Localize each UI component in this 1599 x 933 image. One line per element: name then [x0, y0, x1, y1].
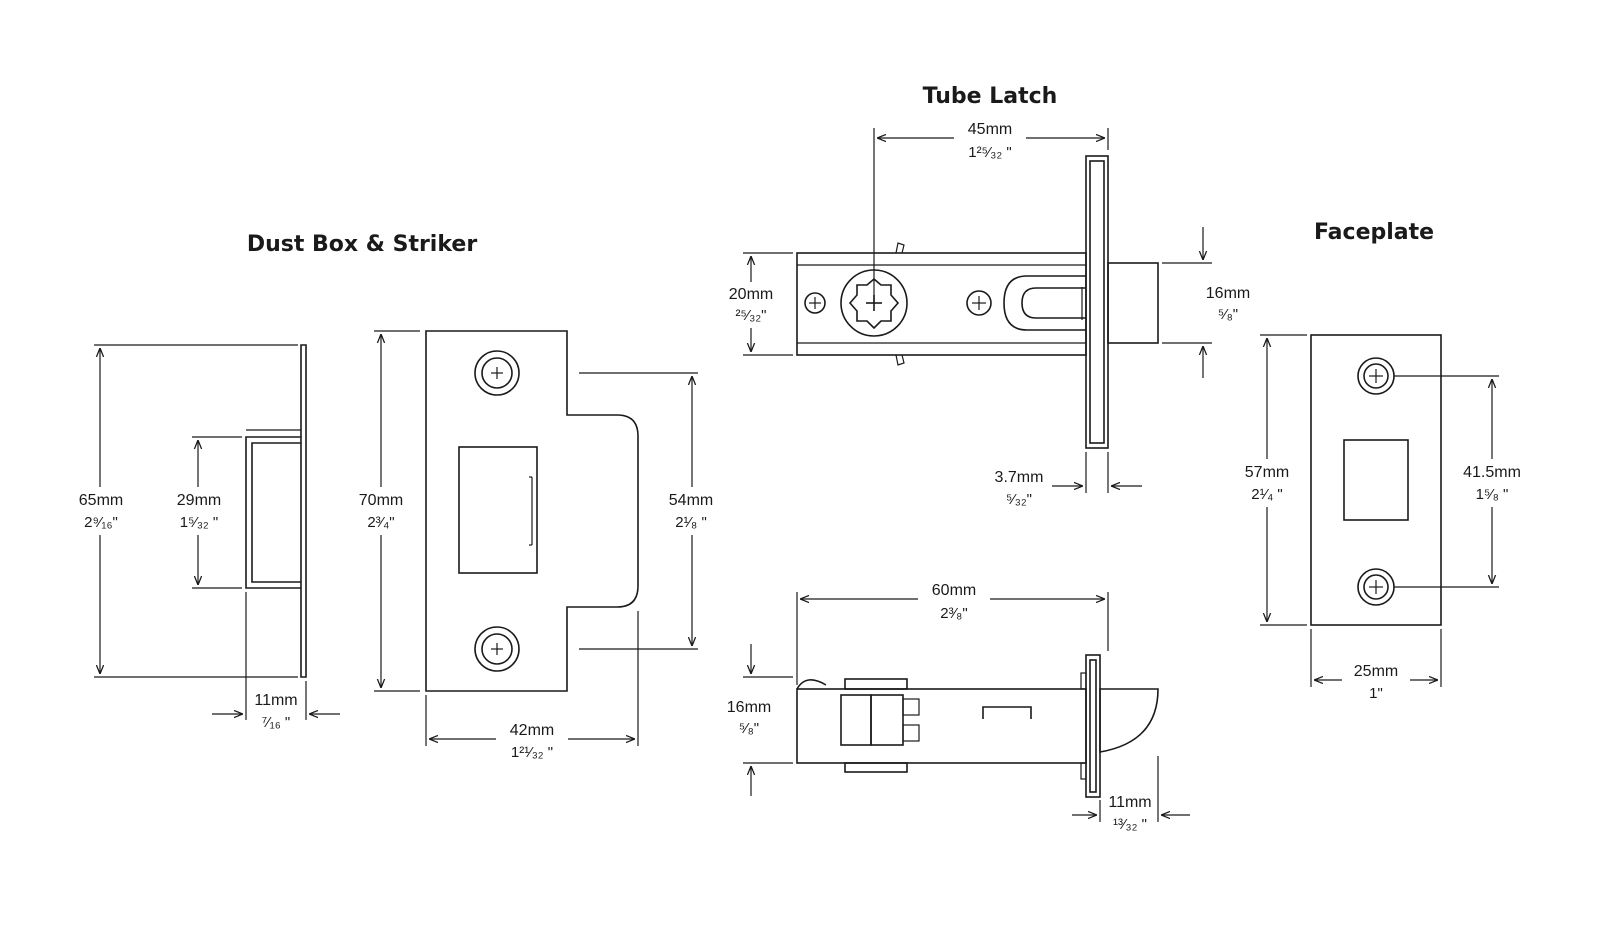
- latch-bolt-height-inch: ⁵⁄₈": [1218, 306, 1238, 323]
- dust-box-depth-dimension: 29mm 1⁵⁄₃₂ ": [164, 436, 242, 589]
- dust-box-drawing: [245, 344, 307, 678]
- latch-body-height-dimension: 20mm ²⁵⁄₃₂": [716, 252, 793, 356]
- striker-height-dimension: 70mm 2³⁄₄": [346, 330, 420, 692]
- dust-box-width-dimension: 11mm ⁷⁄₁₆ ": [212, 592, 340, 731]
- dust-box-width-mm: 11mm: [254, 692, 297, 709]
- latch-bolt-throw-dimension: 11mm ¹³⁄₃₂ ": [1072, 756, 1190, 833]
- latch-side-height-dimension: 16mm ⁵⁄₈": [727, 644, 793, 796]
- faceplate-width-inch: 1": [1369, 685, 1383, 702]
- latch-length-dimension: 60mm 2³⁄₈": [796, 581, 1109, 685]
- latch-body-height-mm: 20mm: [729, 286, 773, 303]
- dust-box-height-inch: 2⁹⁄₁₆": [84, 514, 118, 531]
- tube-latch-top-drawing: [796, 155, 1159, 449]
- tube-latch-side-drawing: [796, 654, 1159, 798]
- latch-body-height-inch: ²⁵⁄₃₂": [736, 307, 767, 324]
- latch-bolt-height-mm: 16mm: [1206, 285, 1250, 302]
- latch-side-height-inch: ⁵⁄₈": [739, 720, 759, 737]
- striker-lip-inch: 2¹⁄₈ ": [675, 514, 707, 531]
- latch-plate-thickness-inch: ⁵⁄₃₂": [1006, 491, 1032, 508]
- faceplate-screw-centers-inch: 1⁵⁄₈ ": [1476, 486, 1509, 503]
- latch-plate-thickness-mm: 3.7mm: [995, 469, 1044, 486]
- dust-box-height-dimension: 65mm 2⁹⁄₁₆": [62, 344, 298, 678]
- striker-plate-drawing: [425, 330, 639, 692]
- striker-lip-dimension: 54mm 2¹⁄₈ ": [579, 372, 727, 650]
- striker-height-mm: 70mm: [359, 492, 403, 509]
- faceplate-height-mm: 57mm: [1245, 464, 1289, 481]
- striker-width-mm: 42mm: [510, 722, 554, 739]
- faceplate-screw-centers-mm: 41.5mm: [1463, 464, 1521, 481]
- dust-box-depth-mm: 29mm: [177, 492, 221, 509]
- latch-side-height-mm: 16mm: [727, 699, 771, 716]
- faceplate-height-inch: 2¹⁄₄ ": [1251, 486, 1282, 503]
- latch-bolt-throw-mm: 11mm: [1108, 794, 1151, 811]
- latch-length-mm: 60mm: [932, 582, 976, 599]
- faceplate-drawing: [1310, 334, 1442, 626]
- latch-backset-inch: 1²⁵⁄₃₂ ": [968, 144, 1011, 161]
- faceplate-width-dimension: 25mm 1": [1310, 629, 1442, 702]
- striker-width-inch: 1²¹⁄₃₂ ": [511, 744, 553, 761]
- latch-length-inch: 2³⁄₈": [940, 605, 967, 622]
- striker-height-inch: 2³⁄₄": [367, 514, 394, 531]
- faceplate-width-mm: 25mm: [1354, 663, 1398, 680]
- latch-plate-thickness-dimension: 3.7mm ⁵⁄₃₂": [995, 452, 1142, 508]
- dust-box-width-inch: ⁷⁄₁₆ ": [262, 714, 291, 731]
- dust-box-depth-inch: 1⁵⁄₃₂ ": [180, 514, 219, 531]
- striker-width-dimension: 42mm 1²¹⁄₃₂ ": [425, 611, 639, 761]
- striker-lip-mm: 54mm: [669, 492, 713, 509]
- tube-latch-title: Tube Latch: [923, 84, 1058, 109]
- latch-bolt-height-dimension: 16mm ⁵⁄₈": [1162, 227, 1250, 378]
- latch-backset-dimension: 45mm 1²⁵⁄₃₂ ": [873, 119, 1109, 303]
- faceplate-title: Faceplate: [1314, 220, 1434, 245]
- latch-backset-mm: 45mm: [968, 121, 1012, 138]
- dust-box-height-mm: 65mm: [79, 492, 123, 509]
- faceplate-screw-centers-dimension: 41.5mm 1⁵⁄₈ ": [1394, 375, 1532, 588]
- faceplate-height-dimension: 57mm 2¹⁄₄ ": [1232, 334, 1307, 626]
- latch-bolt-throw-inch: ¹³⁄₃₂ ": [1113, 816, 1147, 833]
- dust-box-striker-title: Dust Box & Striker: [247, 232, 477, 257]
